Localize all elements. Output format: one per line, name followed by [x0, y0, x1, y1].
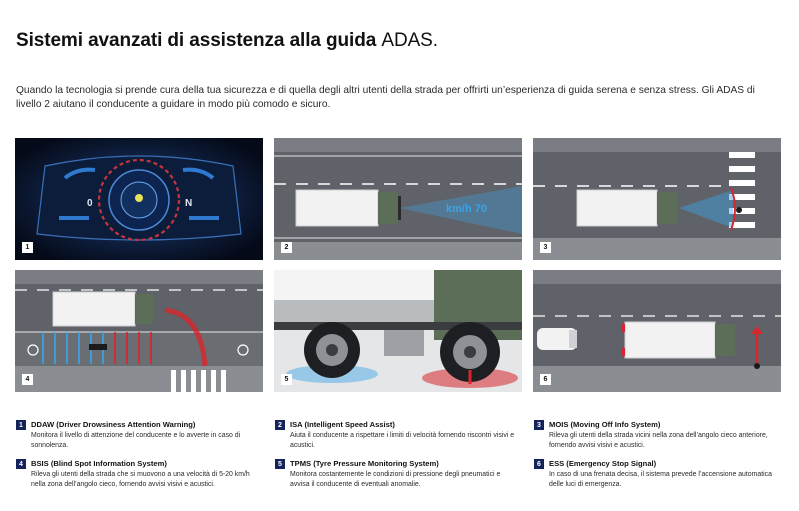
speed-label: km/h 70 — [446, 203, 487, 215]
gauge-label-left: 0 — [87, 198, 93, 209]
panel-bsis: 4 — [15, 270, 263, 392]
feature-description: Rileva gli utenti della strada che si mu… — [31, 471, 250, 488]
feature-ddaw: 1 DDAW (Driver Drowsiness Attention Warni… — [16, 420, 261, 450]
feature-name: BSIS (Blind Spot Information System) — [31, 459, 167, 468]
feature-name: ISA (Intelligent Speed Assist) — [290, 420, 395, 429]
feature-name: TPMS (Tyre Pressure Monitoring System) — [290, 459, 439, 468]
mois-illustration — [533, 138, 781, 260]
feature-ess: 6 ESS (Emergency Stop Signal) In caso di … — [534, 459, 779, 489]
feature-name: ESS (Emergency Stop Signal) — [549, 459, 657, 468]
panel-number: 1 — [22, 242, 33, 253]
panel-tpms: 5 — [274, 270, 522, 392]
feature-name: DDAW (Driver Drowsiness Attention Warnin… — [31, 420, 196, 429]
tpms-illustration — [274, 270, 522, 392]
bsis-illustration — [15, 270, 263, 392]
feature-description: Monitora costantemente le condizioni di … — [290, 471, 501, 488]
panel-ddaw-dashboard: 0 N 1 — [15, 138, 263, 260]
panel-number: 6 — [540, 374, 551, 385]
feature-badge: 2 — [275, 420, 285, 430]
title-light: ADAS. — [381, 30, 438, 51]
feature-name: MOIS (Moving Off Info System) — [549, 420, 661, 429]
feature-description: Rileva gli utenti della strada vicini ne… — [549, 432, 768, 449]
panel-number: 5 — [281, 374, 292, 385]
feature-bsis: 4 BSIS (Blind Spot Information System) Ri… — [16, 459, 261, 489]
feature-badge: 6 — [534, 459, 544, 469]
panel-number: 4 — [22, 374, 33, 385]
panel-isa: km/h 70 2 — [274, 138, 522, 260]
gauge-label-right: N — [185, 198, 192, 209]
feature-description: In caso di una frenata decisa, il sistem… — [549, 471, 772, 488]
intro-paragraph: Quando la tecnologia si prende cura dell… — [16, 85, 755, 110]
isa-illustration: km/h 70 — [274, 138, 522, 260]
feature-badge: 5 — [275, 459, 285, 469]
panel-number: 2 — [281, 242, 292, 253]
panel-ess: 6 — [533, 270, 781, 392]
feature-isa: 2 ISA (Intelligent Speed Assist) Aiuta il… — [275, 420, 520, 450]
page-title: Sistemi avanzati di assistenza alla guid… — [16, 30, 438, 52]
feature-description: Aiuta il conducente a rispettare i limit… — [290, 432, 515, 449]
feature-description: Monitora il livello di attenzione del co… — [31, 432, 241, 449]
feature-mois: 3 MOIS (Moving Off Info System) Rileva gl… — [534, 420, 779, 450]
feature-badge: 3 — [534, 420, 544, 430]
dashboard-illustration: 0 N — [15, 138, 263, 260]
feature-badge: 1 — [16, 420, 26, 430]
panel-mois: 3 — [533, 138, 781, 260]
title-bold: Sistemi avanzati di assistenza alla guid… — [16, 30, 377, 51]
panel-number: 3 — [540, 242, 551, 253]
ess-illustration — [533, 270, 781, 392]
feature-badge: 4 — [16, 459, 26, 469]
